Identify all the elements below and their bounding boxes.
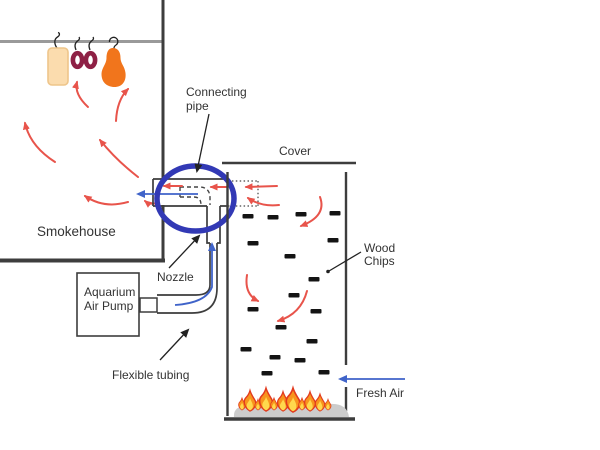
smoke-arrow [245, 274, 260, 302]
smokehouse-structure [0, 0, 165, 263]
label-nozzle: Nozzle [157, 270, 194, 284]
hook-icon [54, 31, 61, 49]
wood-chips [240, 211, 341, 376]
connecting-pipe-leader [194, 113, 210, 173]
wood-chips-leader [328, 251, 362, 272]
wood-chip [327, 238, 339, 243]
wood-chip [261, 371, 273, 376]
nozzle-and-tubing [76, 206, 221, 337]
sausage-ring [83, 50, 98, 70]
smoke-arrow [115, 87, 130, 122]
flame-icon [304, 391, 317, 412]
smoke-arrow [299, 196, 323, 227]
hook-icon [88, 36, 95, 51]
wood-chip [269, 355, 281, 360]
wood-chip [284, 254, 296, 259]
hanging-foods [47, 31, 126, 87]
wood-chip [267, 215, 279, 220]
wood-chip [247, 307, 259, 312]
smoke-arrow [246, 197, 280, 207]
flame-icon [324, 398, 332, 411]
wood-chips-leader-dot [326, 269, 330, 274]
nozzle-hidden-outline [180, 186, 211, 205]
connecting-pipe [152, 178, 259, 207]
wood-chip [329, 211, 341, 216]
wood-chip [318, 370, 330, 375]
fire [233, 387, 349, 417]
leader-lines [159, 113, 362, 361]
label-fresh-air: Fresh Air [356, 386, 405, 400]
label-air-pump: Aquarium Air Pump [84, 285, 136, 313]
wood-chip [306, 339, 318, 344]
smoke-arrows-firebox [245, 196, 323, 323]
nozzle-hidden-outline [180, 196, 202, 206]
pump-outlet [139, 297, 158, 313]
label-smokehouse: Smokehouse [37, 224, 116, 239]
pipe-flow-arrows [136, 182, 280, 207]
smoke-arrow [83, 195, 129, 206]
wood-chip [275, 325, 287, 330]
flexible-tube [157, 243, 218, 314]
label-wood-chips: Wood Chips [364, 241, 396, 268]
smoke-arrow [276, 290, 308, 323]
hook-icon [108, 36, 119, 50]
wood-chip [308, 277, 320, 282]
wood-chip [294, 358, 306, 363]
ham [101, 48, 126, 87]
wood-chip [295, 212, 307, 217]
sausage-ring [70, 50, 85, 70]
air-flow-arrow [174, 242, 216, 306]
wood-chip [247, 241, 259, 246]
hook-icon [74, 36, 81, 51]
nozzle-leader [168, 234, 201, 269]
label-cover: Cover [279, 144, 312, 158]
label-flexible-tubing: Flexible tubing [112, 368, 190, 382]
smoke-arrows-smokehouse [22, 80, 158, 208]
flame-icon [314, 393, 326, 412]
wood-chip [240, 347, 252, 352]
smoke-arrow [99, 138, 139, 178]
flexible-tubing-leader [159, 328, 190, 361]
label-connecting-pipe: Connecting pipe [186, 85, 247, 113]
highlight-circle-annotation [154, 163, 237, 234]
flame-icon [285, 387, 301, 413]
pipe-outline [152, 178, 228, 207]
wood-chip [242, 214, 254, 219]
smoke-arrow [244, 183, 278, 191]
flame-icon [258, 387, 274, 412]
bacon-slab [47, 47, 69, 86]
wood-chip [288, 293, 300, 298]
smoke-arrow [72, 80, 89, 108]
flame-icon [243, 389, 257, 412]
smoke-arrow [22, 121, 56, 163]
air-pump-box [76, 272, 140, 337]
firebox-structure [222, 161, 356, 421]
wood-chip [310, 309, 322, 314]
